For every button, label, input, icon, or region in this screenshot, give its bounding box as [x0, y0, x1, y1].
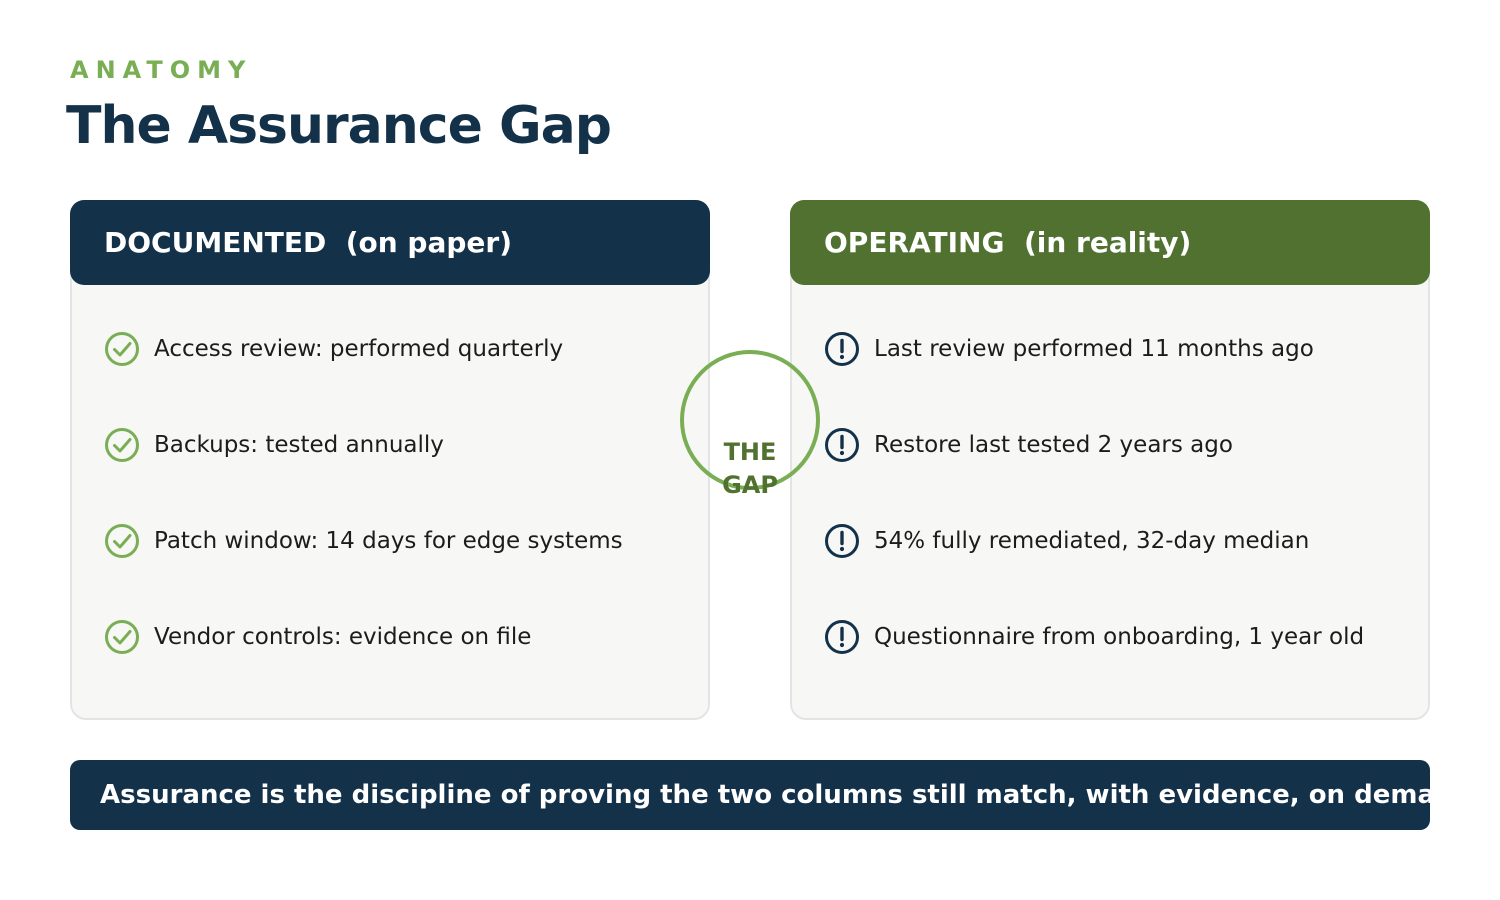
list-item: Backups: tested annually [104, 426, 704, 522]
gap-label-line1: THE [723, 438, 777, 466]
operating-panel [790, 200, 1430, 720]
gap-label-line2: GAP [722, 471, 778, 499]
documented-panel [70, 200, 710, 720]
exclamation-circle-icon [825, 620, 859, 654]
operating-list: Last review performed 11 months ago Rest… [824, 330, 1424, 714]
gap-label: THE GAP [700, 436, 800, 502]
check-circle-icon [105, 620, 139, 654]
list-item: Vendor controls: evidence on file [104, 618, 704, 714]
list-item: Last review performed 11 months ago [824, 330, 1424, 426]
operating-column: OPERATING (in reality) Last review perfo… [790, 200, 1430, 720]
list-item-text: 54% fully remediated, 32-day median [874, 528, 1310, 554]
list-item-text: Restore last tested 2 years ago [874, 432, 1233, 458]
check-circle-icon [105, 428, 139, 462]
operating-header: OPERATING (in reality) [790, 200, 1430, 285]
documented-column: DOCUMENTED (on paper) Access review: per… [70, 200, 710, 720]
list-item-text: Patch window: 14 days for edge systems [154, 528, 623, 554]
exclamation-circle-icon [825, 524, 859, 558]
gap-circle [680, 350, 820, 490]
list-item: 54% fully remediated, 32-day median [824, 522, 1424, 618]
exclamation-circle-icon [825, 332, 859, 366]
list-item: Restore last tested 2 years ago [824, 426, 1424, 522]
list-item: Access review: performed quarterly [104, 330, 704, 426]
list-item-text: Questionnaire from onboarding, 1 year ol… [874, 624, 1365, 650]
page-title: The Assurance Gap [66, 96, 612, 156]
list-item-text: Access review: performed quarterly [154, 336, 564, 362]
check-circle-icon [105, 524, 139, 558]
list-item-text: Vendor controls: evidence on file [154, 624, 532, 650]
list-item: Questionnaire from onboarding, 1 year ol… [824, 618, 1424, 714]
list-item-text: Last review performed 11 months ago [874, 336, 1314, 362]
check-circle-icon [105, 332, 139, 366]
documented-list: Access review: performed quarterly Backu… [104, 330, 704, 714]
list-item-text: Backups: tested annually [154, 432, 444, 458]
exclamation-circle-icon [825, 428, 859, 462]
documented-header: DOCUMENTED (on paper) [70, 200, 710, 285]
footer-banner: Assurance is the discipline of proving t… [70, 760, 1430, 830]
eyebrow-label: ANATOMY [70, 56, 253, 84]
list-item: Patch window: 14 days for edge systems [104, 522, 704, 618]
